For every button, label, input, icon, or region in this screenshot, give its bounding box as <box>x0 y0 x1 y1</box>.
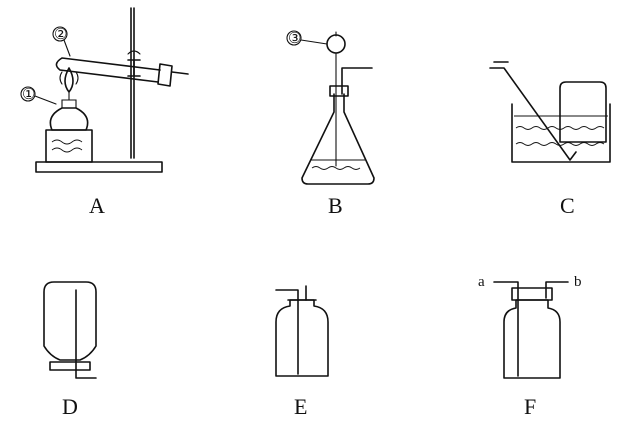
wash-bottle <box>275 299 329 377</box>
inverted-bottle <box>43 281 97 361</box>
port-a: a <box>478 274 485 290</box>
apparatus-d: D <box>43 281 97 419</box>
conical-flask <box>301 93 375 185</box>
bottle-f <box>503 299 561 379</box>
water-trough <box>511 103 611 163</box>
alcohol-lamp <box>49 107 89 131</box>
label-f: F <box>524 394 536 419</box>
apparatus-f: a b F <box>478 274 582 419</box>
tube-b <box>545 281 569 299</box>
apparatus-e: E <box>275 285 329 419</box>
delivery-tube-c <box>489 61 577 161</box>
test-tube <box>55 57 161 83</box>
label-c: C <box>560 193 575 218</box>
separatory-funnel <box>326 34 346 54</box>
tube-d <box>75 289 97 379</box>
stand-base <box>35 161 163 173</box>
marker-1: ① <box>22 87 35 103</box>
lamp-stand <box>45 129 93 163</box>
marker-3: ③ <box>288 31 301 47</box>
tube-a <box>493 281 519 377</box>
delivery-tube <box>341 67 373 95</box>
label-e: E <box>294 394 307 419</box>
apparatus-c: C <box>489 61 611 218</box>
apparatus-a: ① ② A <box>20 7 189 218</box>
flame <box>64 67 74 93</box>
stand-rod <box>130 7 135 159</box>
label-a: A <box>89 193 105 218</box>
tube-e <box>275 285 307 375</box>
marker-2: ② <box>54 27 67 43</box>
label-b: B <box>328 193 343 218</box>
port-b: b <box>574 274 582 290</box>
clamp <box>127 59 141 77</box>
label-d: D <box>62 394 78 419</box>
apparatus-b: ③ B <box>286 30 375 218</box>
gas-jar <box>559 81 607 143</box>
